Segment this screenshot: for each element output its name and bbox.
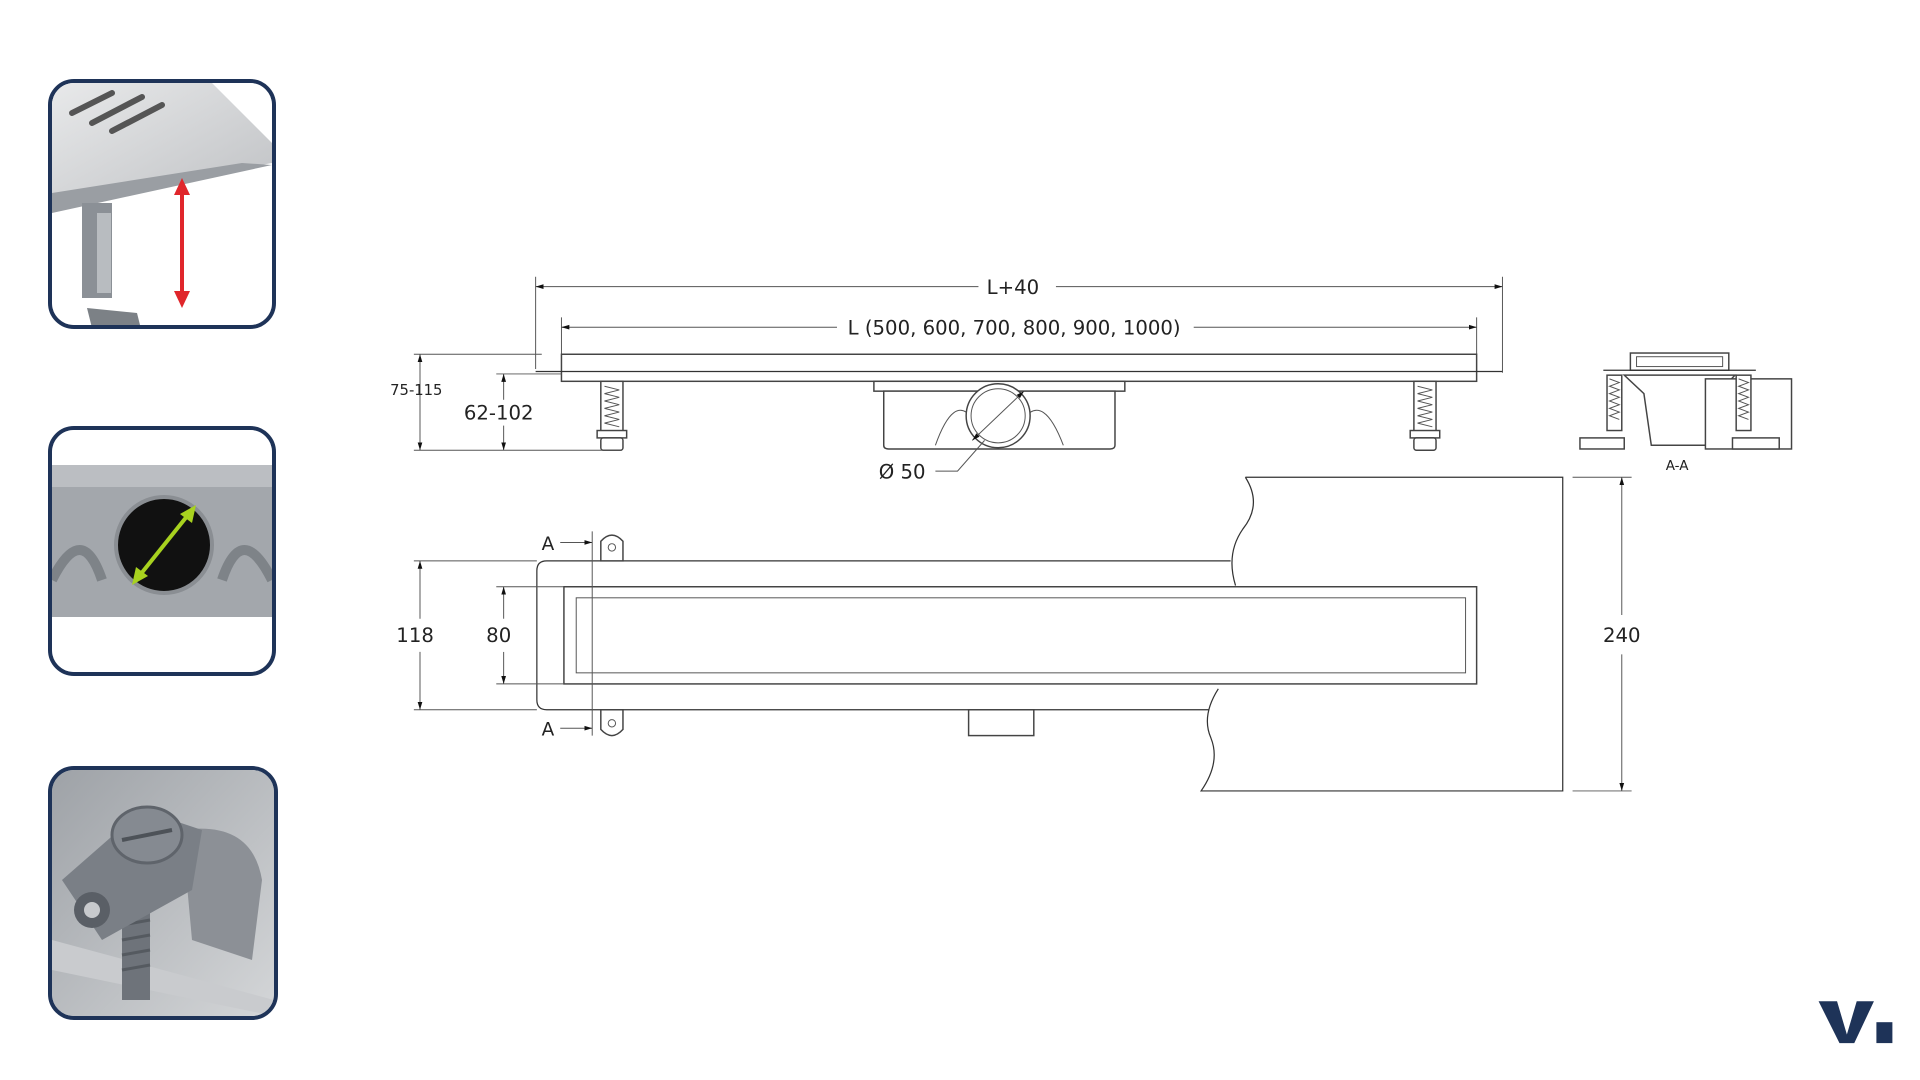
outlet-diameter-label: Ø 50	[879, 460, 926, 483]
elevation-view: L+40 L (500, 600, 700, 800, 900, 1000)	[390, 276, 1503, 483]
thumbnail-adjustable-height	[48, 79, 276, 329]
drain-body: Ø 50	[873, 380, 1126, 483]
recess-outline	[1199, 476, 1564, 792]
section-label: A-A	[1666, 458, 1690, 474]
foot-height-label: 62-102	[464, 401, 534, 424]
section-a-a: A-A	[1579, 352, 1793, 474]
overall-length-label: L+40	[987, 276, 1039, 299]
grate-outer	[563, 586, 1478, 685]
grate-inner	[575, 597, 1467, 674]
section-line-a: A A	[542, 531, 593, 741]
channel-outline	[536, 560, 1231, 711]
outlet-stub	[967, 709, 1035, 737]
dimension-grate-width: 80	[486, 586, 511, 684]
dimension-length: L (500, 600, 700, 800, 900, 1000)	[561, 317, 1477, 340]
section-mark-bottom: A	[542, 720, 555, 741]
brand-logo	[1818, 1001, 1893, 1044]
channel-top-plate	[560, 353, 1478, 383]
channel-width-label: 118	[396, 624, 434, 647]
section-mark-top: A	[542, 534, 555, 555]
left-foot	[596, 380, 628, 451]
outlet-photo	[52, 430, 272, 672]
dimension-recess-width: 240	[1603, 477, 1641, 791]
height-arrow-icon	[174, 178, 190, 308]
dimension-total-height: 75-115	[390, 354, 442, 451]
dimension-foot-height: 62-102	[464, 373, 534, 451]
recess-width-label: 240	[1603, 624, 1641, 647]
length-label: L (500, 600, 700, 800, 900, 1000)	[848, 317, 1181, 340]
dimension-channel-width: 118	[396, 560, 434, 710]
adjustable-foot-photo	[52, 83, 272, 325]
adjustment-screw-photo	[52, 770, 274, 1016]
total-height-label: 75-115	[390, 382, 442, 399]
dimension-overall-length: L+40	[535, 276, 1503, 299]
grate-width-label: 80	[486, 624, 511, 647]
thumbnail-outlet-diameter	[48, 426, 276, 676]
thumbnail-adjustment-screw	[48, 766, 278, 1020]
plan-view: A A 118 80 240	[396, 476, 1641, 792]
right-foot	[1409, 380, 1441, 451]
diameter-arrow-icon	[132, 505, 196, 585]
